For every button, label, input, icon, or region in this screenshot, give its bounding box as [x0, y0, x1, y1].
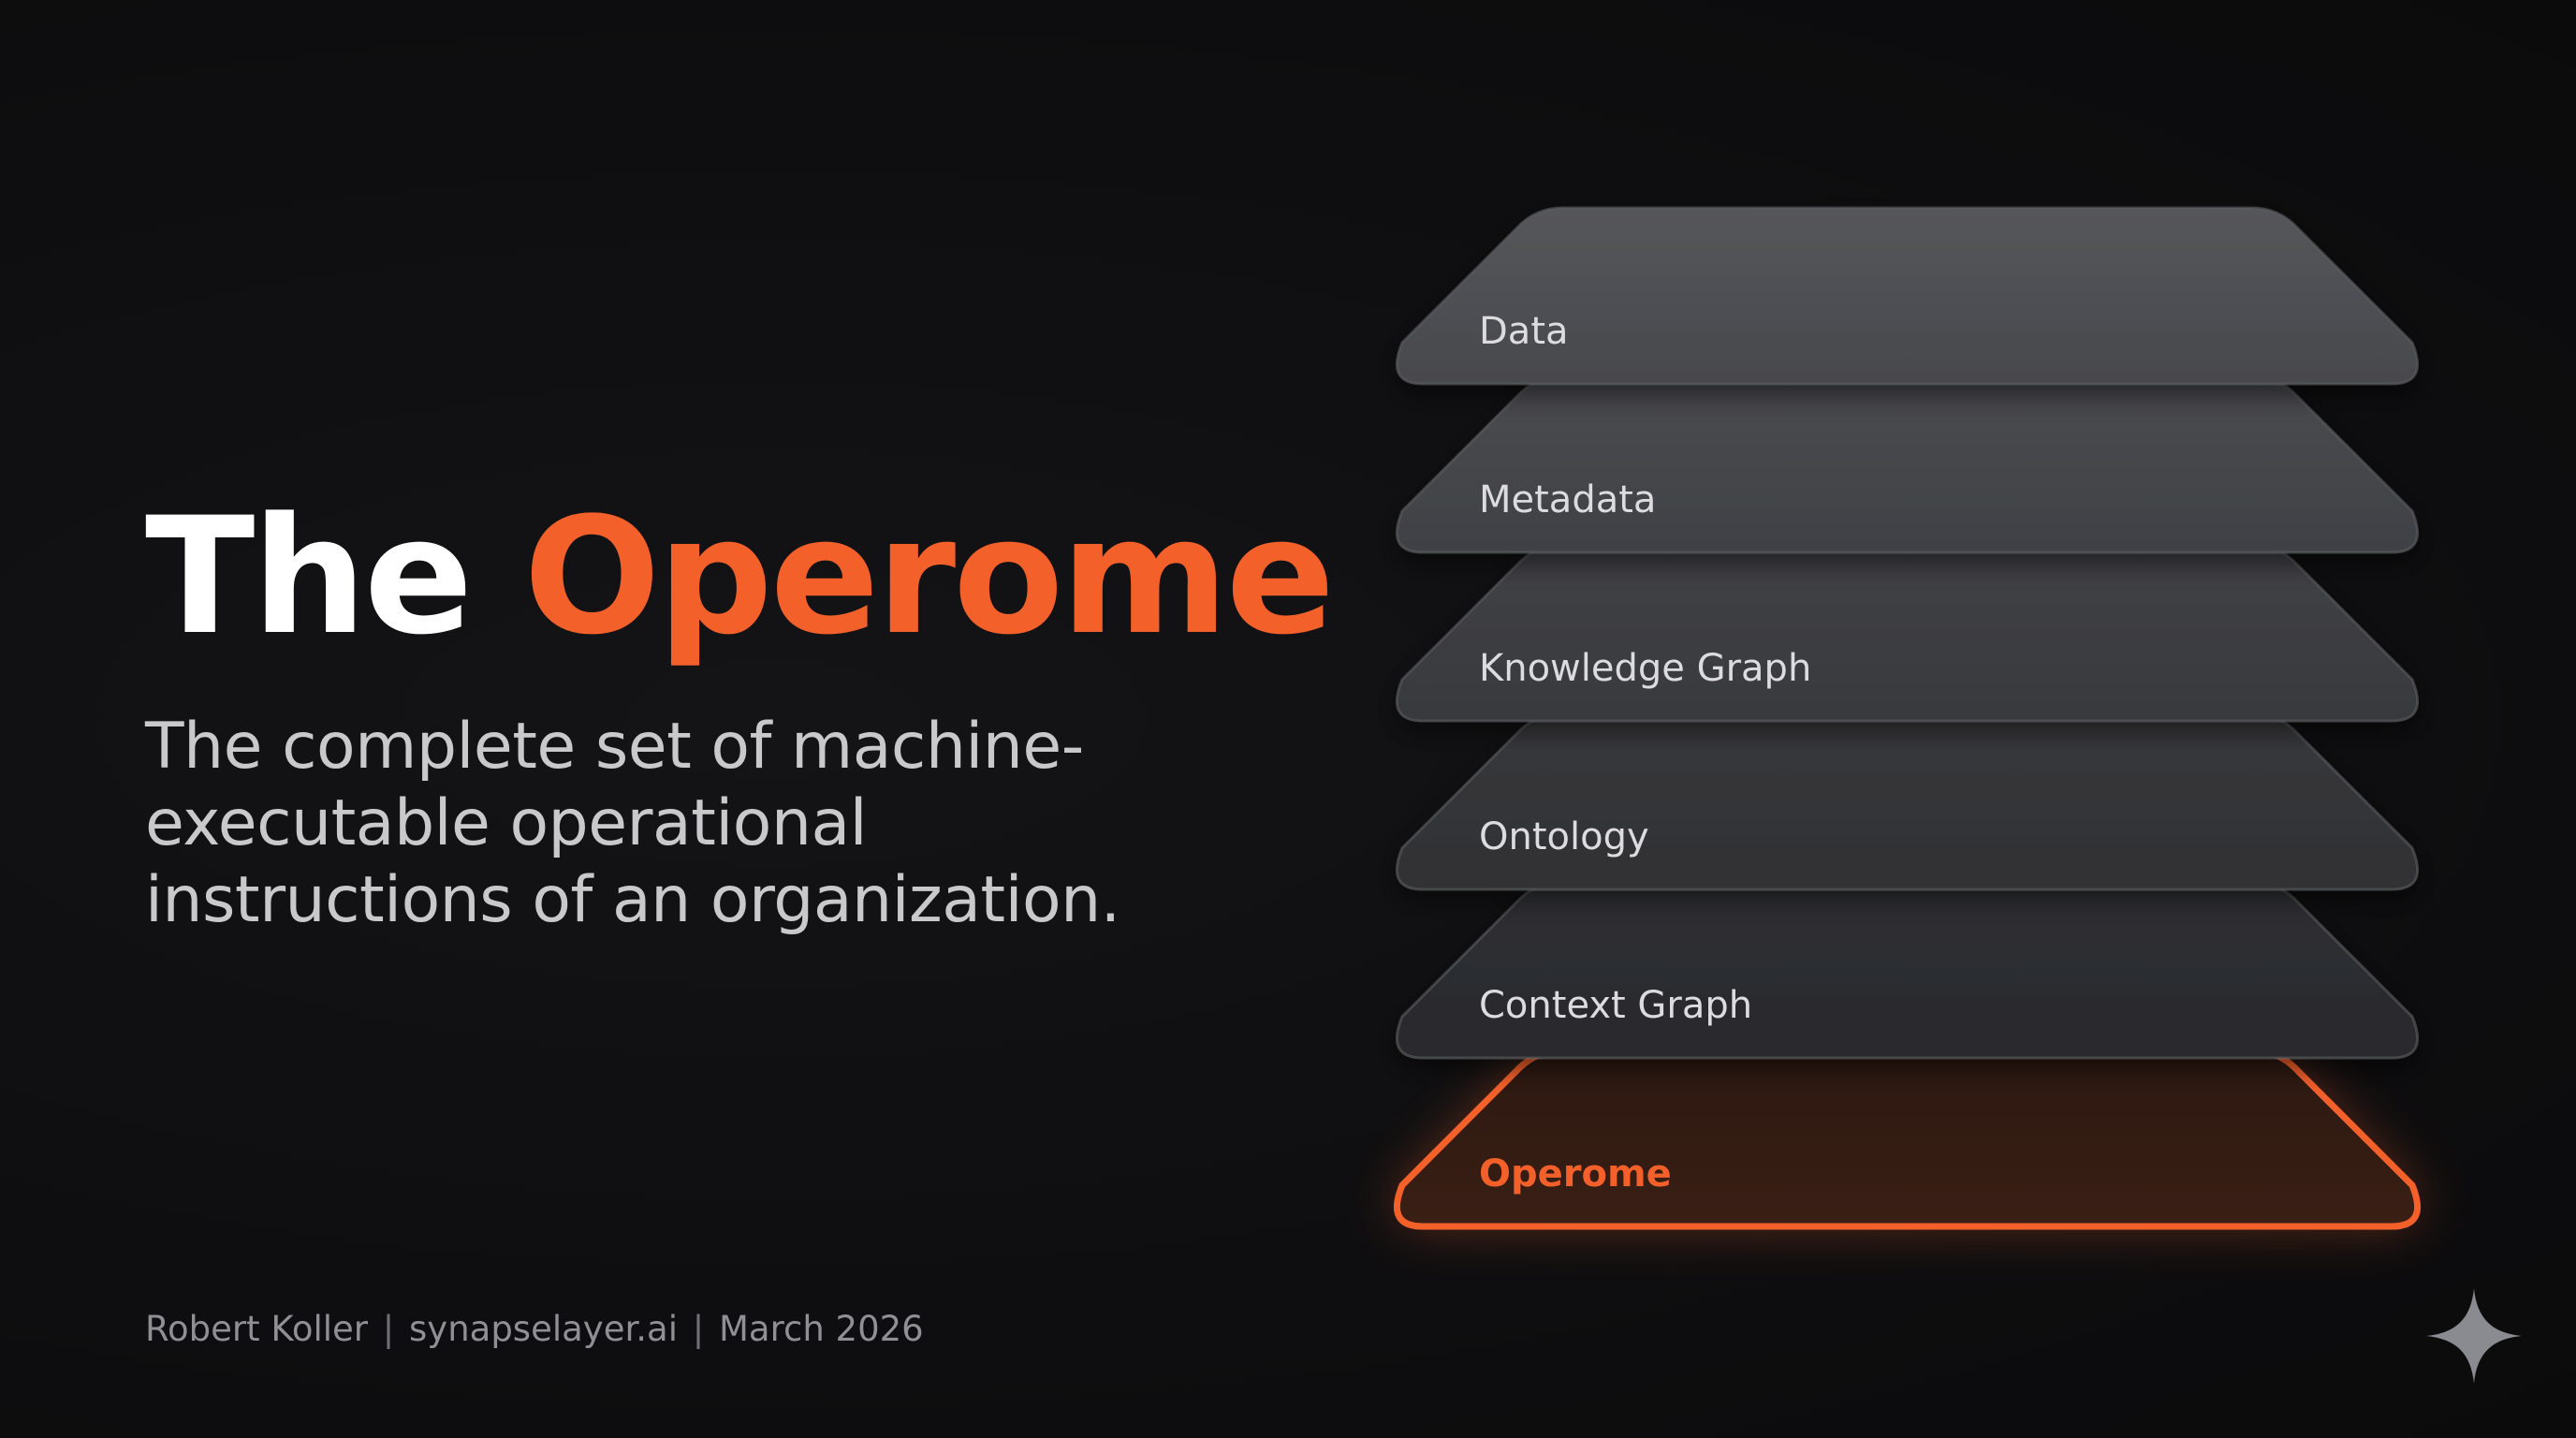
sparkle-icon — [2426, 1288, 2522, 1384]
footer-site: synapselayer.ai — [409, 1309, 678, 1349]
subtitle-line: instructions of an organization. — [145, 863, 1120, 937]
layer-label: Operome — [1479, 1152, 1672, 1196]
layer-label: Context Graph — [1479, 984, 1752, 1027]
subtitle: The complete set of machine- executable … — [145, 709, 1175, 939]
subtitle-line: The complete set of machine- — [145, 710, 1084, 784]
layer-ontology: Ontology — [1395, 712, 2420, 891]
footer-author: Robert Koller — [145, 1309, 369, 1349]
subtitle-line: executable operational — [145, 786, 868, 860]
layer-shape — [1395, 880, 2420, 1060]
layer-label: Ontology — [1479, 815, 1649, 858]
title-word-the: The — [145, 482, 473, 670]
layers-group: Operome Context Graph Ontology Knowledge Gr… — [1393, 206, 2422, 1230]
footer-date: March 2026 — [718, 1309, 924, 1349]
layer-data: Data — [1395, 206, 2420, 386]
layer-context-graph: Context Graph — [1395, 880, 2420, 1060]
layer-shape — [1393, 1047, 2422, 1230]
layer-shape — [1395, 712, 2420, 891]
layer-shape — [1395, 206, 2420, 386]
layer-operome: Operome — [1393, 1047, 2422, 1230]
layer-knowledge-graph: Knowledge Graph — [1395, 543, 2420, 723]
page-title: The Operome — [145, 496, 1335, 657]
layer-label: Data — [1479, 310, 1569, 353]
layer-label: Knowledge Graph — [1479, 647, 1811, 690]
title-word-operome: Operome — [523, 482, 1335, 670]
layer-metadata: Metadata — [1395, 374, 2420, 554]
layer-label: Metadata — [1479, 478, 1656, 521]
footer-separator: | — [692, 1309, 705, 1349]
footer-credits: Robert Koller | synapselayer.ai | March … — [145, 1309, 924, 1349]
footer-separator: | — [382, 1309, 395, 1349]
layer-shape — [1395, 374, 2420, 554]
layer-shape — [1395, 543, 2420, 723]
